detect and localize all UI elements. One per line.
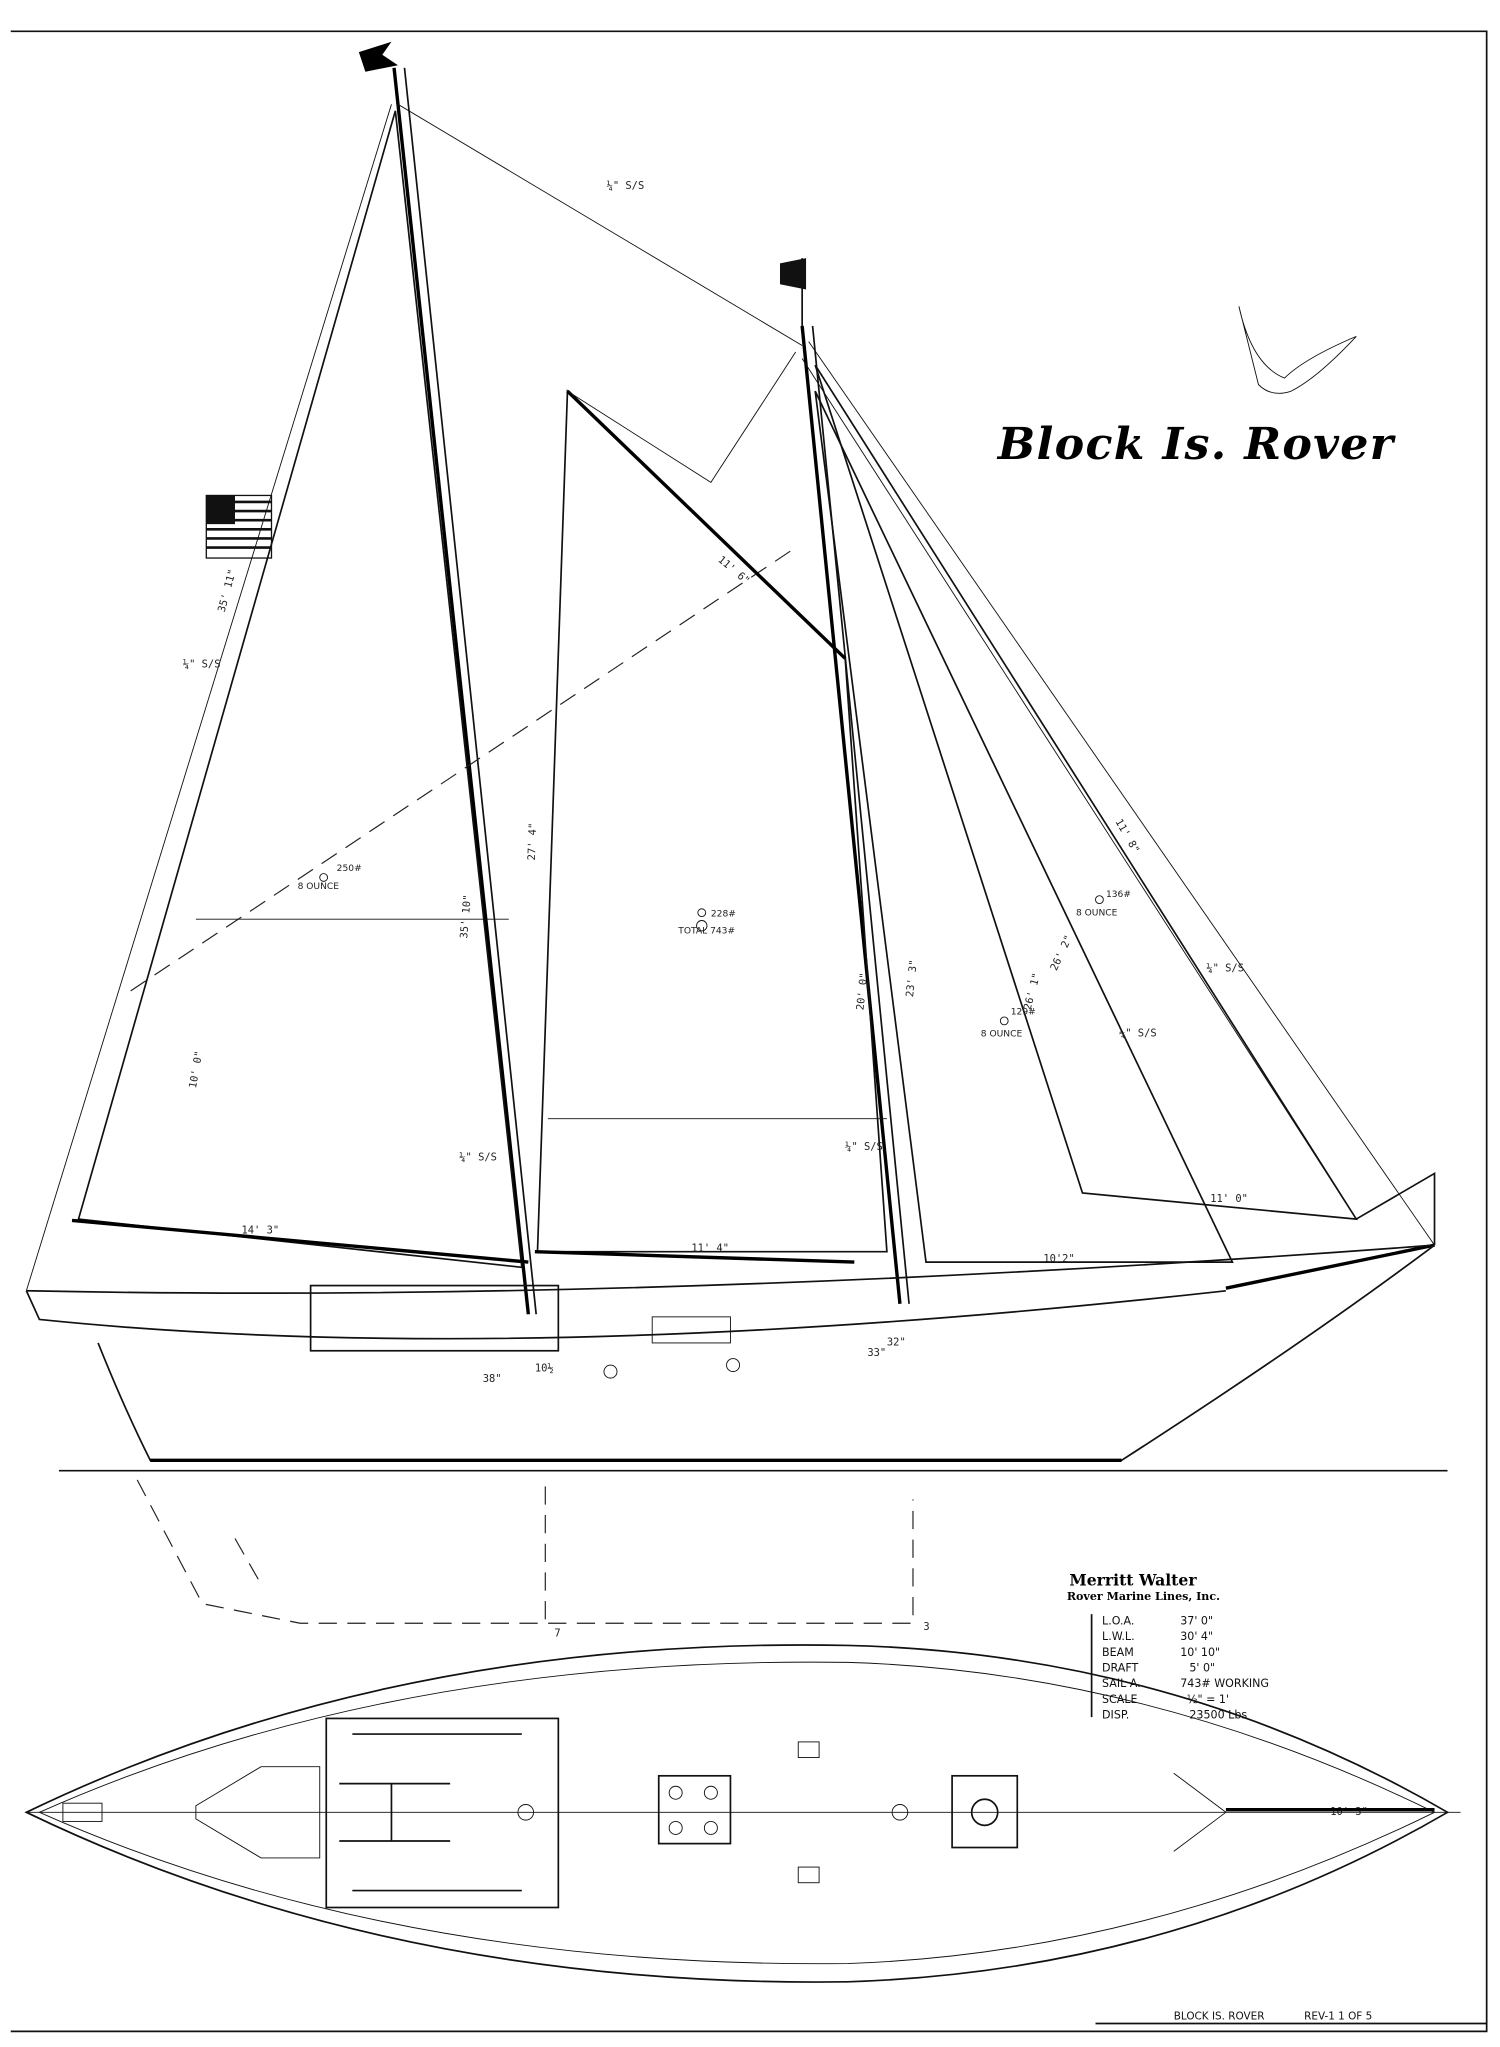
svg-text:26' 2": 26' 2" [1048, 933, 1075, 972]
svg-text:3: 3 [923, 1621, 929, 1633]
svg-text:129#: 129# [1011, 1007, 1036, 1017]
svg-text:L.W.L.: L.W.L. [1102, 1630, 1135, 1643]
designer-name: Merritt Walter [1069, 1570, 1197, 1589]
svg-text:10½: 10½ [535, 1363, 554, 1375]
svg-text:8 OUNCE: 8 OUNCE [1076, 908, 1118, 918]
svg-text:136#: 136# [1106, 890, 1131, 900]
svg-text:228#: 228# [711, 910, 736, 920]
svg-text:BEAM: BEAM [1102, 1646, 1134, 1659]
fore-boom [534, 1249, 855, 1264]
svg-text:32": 32" [887, 1337, 906, 1349]
svg-text:11' 8": 11' 8" [1112, 817, 1141, 856]
svg-text:SCALE: SCALE [1102, 1693, 1138, 1706]
footer-sheet-number: REV-1 1 OF 5 [1304, 2011, 1372, 2023]
drawing-title: Block Is. Rover [996, 418, 1397, 470]
svg-text:L.O.A.: L.O.A. [1102, 1615, 1134, 1628]
svg-text:½" = 1': ½" = 1' [1187, 1693, 1229, 1706]
main-pennant-icon [358, 41, 398, 72]
footer-drawing-name: BLOCK IS. ROVER [1174, 2011, 1265, 2023]
svg-text:35' 10": 35' 10" [458, 894, 474, 939]
seagull-icon [1238, 306, 1357, 394]
svg-text:11' 0": 11' 0" [1210, 1193, 1248, 1205]
svg-text:743# WORKING: 743# WORKING [1180, 1677, 1269, 1690]
svg-text:¼" S/S: ¼" S/S [845, 1141, 883, 1153]
american-flag-icon [205, 494, 273, 559]
staysail [814, 390, 1234, 1263]
lines-plan [136, 1479, 914, 1624]
svg-text:38": 38" [483, 1373, 502, 1385]
fore-flag-icon [779, 258, 807, 290]
sail-annotations: 250# 8 OUNCE 228# TOTAL 743# 136# 8 OUNC… [298, 864, 1131, 1040]
svg-text:23500 Lbs: 23500 Lbs [1189, 1708, 1247, 1721]
fore-sail [536, 389, 888, 1253]
deck-plan [24, 1644, 1461, 1983]
fore-mast [800, 325, 910, 1304]
main-sail [77, 110, 523, 1269]
svg-text:11' 4": 11' 4" [691, 1243, 729, 1255]
svg-text:37' 0": 37' 0" [1180, 1615, 1213, 1628]
svg-text:11' 6": 11' 6" [715, 554, 752, 587]
svg-text:33": 33" [867, 1347, 886, 1359]
svg-text:10' 0": 10' 0" [187, 1050, 205, 1089]
company-name: Rover Marine Lines, Inc. [1067, 1590, 1220, 1603]
svg-text:8 OUNCE: 8 OUNCE [981, 1030, 1023, 1040]
svg-text:5' 0": 5' 0" [1189, 1661, 1215, 1674]
svg-text:¼" S/S: ¼" S/S [1119, 1028, 1157, 1040]
svg-text:¼" S/S: ¼" S/S [607, 180, 645, 192]
hull-profile [25, 1244, 1436, 1462]
spec-table: L.O.A. 37' 0" L.W.L. 30' 4" BEAM 10' 10" DR… [1090, 1614, 1269, 1721]
main-boom [71, 1218, 529, 1264]
svg-text:20' 0": 20' 0" [854, 972, 870, 1011]
svg-text:14' 3": 14' 3" [242, 1224, 280, 1236]
svg-text:23' 3": 23' 3" [904, 959, 920, 998]
fisherman-staysail [567, 351, 797, 484]
svg-text:DISP.: DISP. [1102, 1708, 1129, 1721]
bowsprit [1225, 1243, 1435, 1290]
svg-text:SAIL A.: SAIL A. [1102, 1677, 1141, 1690]
svg-text:7: 7 [554, 1627, 560, 1639]
svg-text:10'2": 10'2" [1043, 1253, 1074, 1265]
svg-text:30' 4": 30' 4" [1180, 1630, 1213, 1643]
svg-text:TOTAL 743#: TOTAL 743# [677, 927, 735, 937]
svg-text:8 OUNCE: 8 OUNCE [298, 882, 340, 892]
svg-text:250#: 250# [337, 864, 362, 874]
drawing-border [10, 30, 1488, 2033]
svg-text:27' 4": 27' 4" [526, 823, 539, 861]
fore-gaff [566, 389, 847, 660]
svg-text:¼" S/S: ¼" S/S [459, 1151, 497, 1163]
svg-text:DRAFT: DRAFT [1102, 1661, 1139, 1674]
svg-text:10' 10": 10' 10" [1180, 1646, 1220, 1659]
svg-text:¼" S/S: ¼" S/S [183, 659, 221, 671]
svg-text:¼" S/S: ¼" S/S [1206, 962, 1244, 974]
svg-text:35' 11": 35' 11" [216, 568, 239, 614]
jib [814, 364, 1358, 1221]
svg-text:26' 1": 26' 1" [1022, 972, 1043, 1011]
main-mast [392, 67, 538, 1315]
